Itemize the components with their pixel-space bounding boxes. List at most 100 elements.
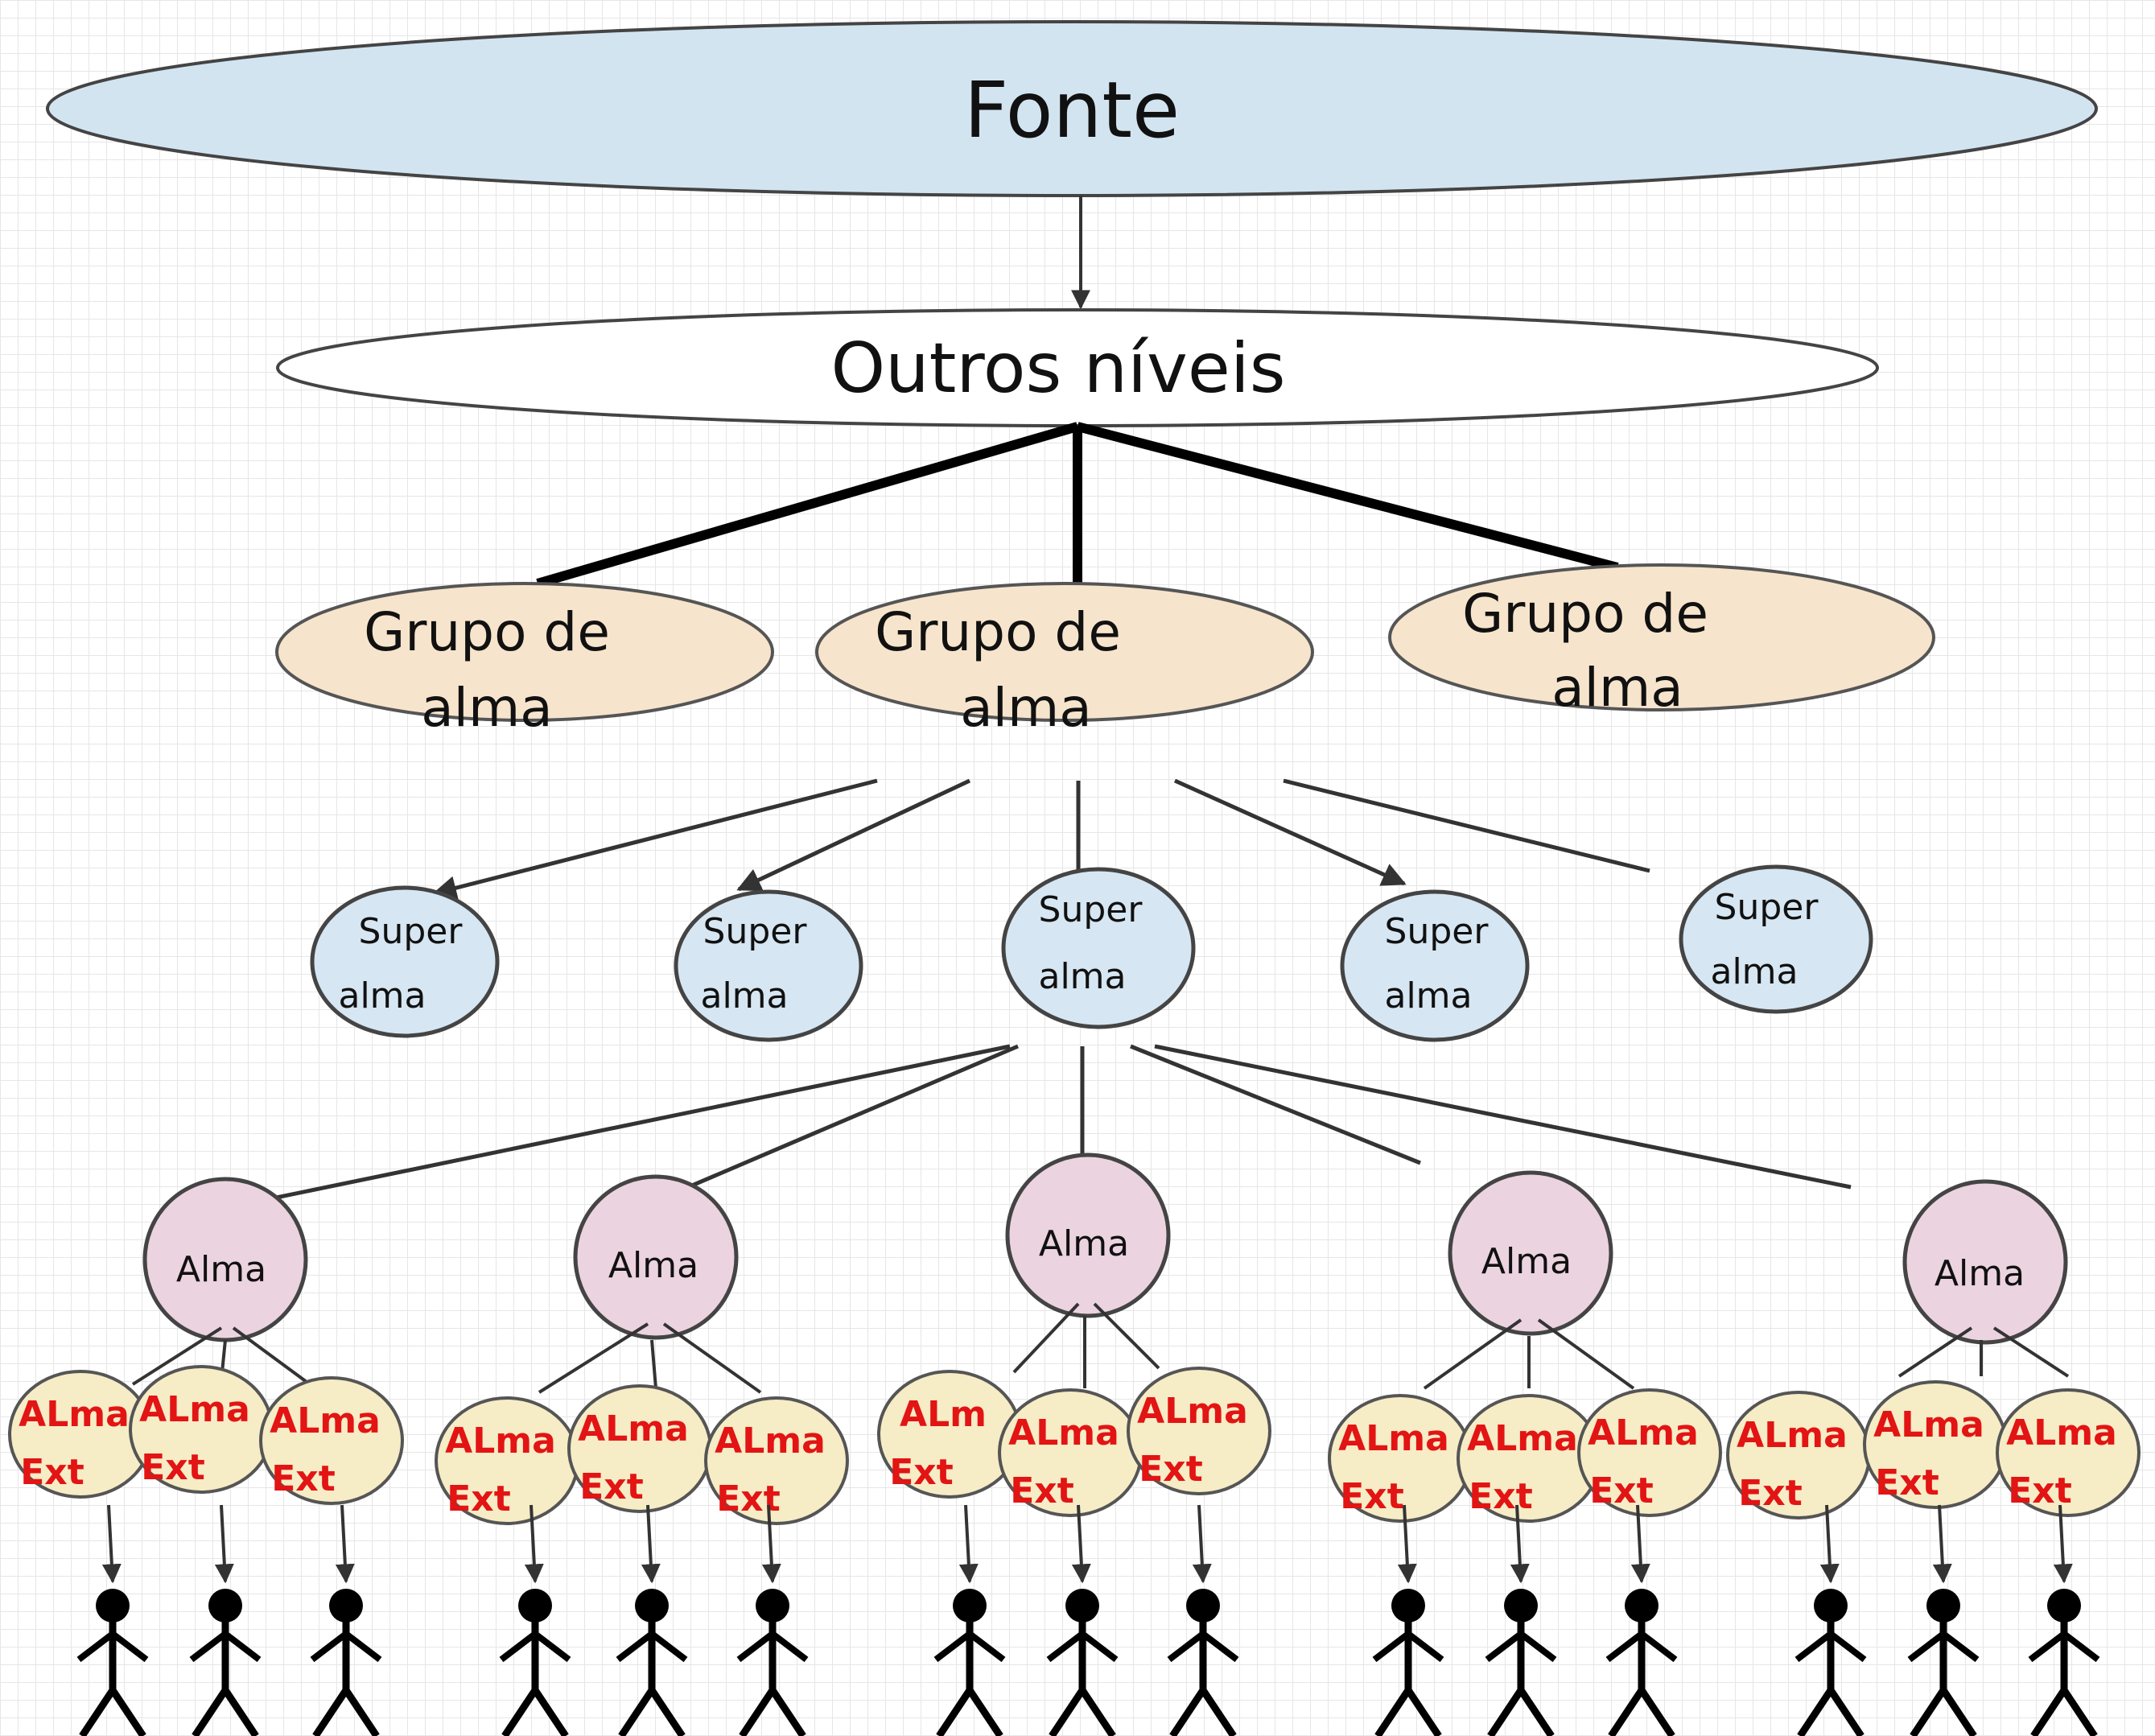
oversoul-1: Super alma	[310, 885, 500, 1038]
oversoul-5: Super alma	[1679, 864, 1873, 1014]
soul-group-label-line1: Grupo de	[364, 601, 610, 663]
oversoul-label-line2: alma	[1038, 956, 1126, 997]
stick-figure-icon	[499, 1504, 571, 1736]
soul-label: Alma	[608, 1245, 698, 1286]
extension-label-line1: ALma	[19, 1394, 130, 1435]
extension-label-line2: Ext	[20, 1452, 84, 1493]
oversoul-2: Super alma	[674, 889, 863, 1042]
soul-label: Alma	[1935, 1253, 2025, 1294]
soul-group-label-line2: alma	[1551, 657, 1683, 719]
extension-label-line1: ALma	[1137, 1391, 1248, 1432]
source-node: Fonte	[46, 20, 2098, 197]
soul-group-label-line1: Grupo de	[875, 601, 1121, 663]
extension-label-line2: Ext	[141, 1447, 204, 1488]
oversoul-label-line2: alma	[1384, 975, 1472, 1016]
extension-to-person-arrow	[524, 1504, 544, 1584]
oversoul-label-line1: Super	[703, 911, 808, 952]
oversoul-label-line2: alma	[700, 975, 788, 1016]
extension-label-line2: Ext	[889, 1452, 953, 1493]
soul-3: Alma	[1005, 1153, 1171, 1318]
soul-group-2: Grupo de alma	[815, 582, 1314, 739]
extension-to-person-arrow	[761, 1504, 781, 1584]
stick-figure-icon	[310, 1504, 382, 1736]
oversoul-label-line1: Super	[1039, 889, 1143, 930]
extension-label-line2: Ext	[716, 1478, 780, 1520]
extension-label-line1: ALma	[2006, 1412, 2117, 1454]
stick-figure-icon	[1372, 1504, 1444, 1736]
incarnations	[76, 1504, 2100, 1736]
extension-to-person-arrow	[1192, 1504, 1212, 1584]
soul-label: Alma	[1039, 1223, 1129, 1264]
soul-4: Alma	[1448, 1170, 1613, 1336]
stick-figure-icon	[933, 1504, 1006, 1736]
stick-figure-icon	[1046, 1504, 1119, 1736]
soul-label: Alma	[1481, 1241, 1572, 1282]
oversoul-label-line1: Super	[359, 911, 464, 952]
extension-label-line1: ALma	[139, 1389, 250, 1430]
extension-label-line1: ALma	[1008, 1412, 1119, 1454]
extension-label-line1: ALma	[1467, 1418, 1578, 1459]
extension-to-person-arrow	[1510, 1504, 1530, 1584]
extension-label-line2: Ext	[2008, 1470, 2071, 1511]
soul-5: Alma	[1902, 1179, 2068, 1345]
extension-label-line1: ALma	[578, 1408, 689, 1449]
levels-label: Outros níveis	[830, 328, 1285, 409]
extension-label-line2: Ext	[271, 1458, 335, 1499]
soul-1: Alma	[142, 1177, 308, 1342]
oversoul-label-line1: Super	[1385, 911, 1490, 952]
extension-to-person-arrow	[101, 1504, 122, 1584]
levels-to-groups-connectors	[536, 422, 1619, 588]
soul-group-1: Grupo de alma	[275, 582, 774, 739]
oversoul-label-line2: alma	[1710, 951, 1798, 992]
soul-group-label-line1: Grupo de	[1462, 583, 1708, 645]
oversoul-3: Super alma	[1001, 867, 1196, 1029]
extension-label-line2: Ext	[1875, 1462, 1939, 1503]
extension-label-line1: ALma	[1338, 1418, 1449, 1459]
stick-figure-icon	[1794, 1504, 1867, 1736]
soul-group-label-line2: alma	[960, 677, 1092, 739]
stick-figure-icon	[1605, 1504, 1678, 1736]
extension-label-line1: ALma	[270, 1400, 381, 1441]
oversoul-4: Super alma	[1340, 889, 1530, 1042]
extension-to-person-arrow	[1819, 1504, 1840, 1584]
extension-to-person-arrow	[1630, 1504, 1650, 1584]
soul-2: Alma	[573, 1174, 739, 1340]
extension-label-line1: ALma	[445, 1421, 556, 1462]
soul-group-label-line2: alma	[421, 677, 553, 739]
connector-levels-group-3	[1076, 422, 1619, 572]
stick-figure-icon	[189, 1504, 262, 1736]
extension-label-line1: ALm	[900, 1394, 987, 1435]
stick-figure-icon	[736, 1504, 809, 1736]
extension-label-line2: Ext	[1469, 1476, 1532, 1517]
extension-label-line1: ALma	[715, 1421, 826, 1462]
oversoul-label-line2: alma	[338, 975, 426, 1016]
soul-to-extension-connectors	[131, 1302, 2070, 1394]
oversoul-to-soul-connectors	[227, 1044, 1852, 1215]
soul-extensions: ALmaExtALmaExtALmaExtALmaExtALmaExtALmaE…	[8, 1365, 2141, 1525]
connector-levels-group-1	[536, 422, 1079, 588]
extension-label-line2: Ext	[1589, 1470, 1653, 1511]
extension-to-person-arrow	[641, 1504, 661, 1584]
oversoul-label-line1: Super	[1715, 887, 1819, 928]
extension-to-person-arrow	[1071, 1504, 1091, 1584]
extension-to-person-arrow	[2053, 1504, 2073, 1584]
extension-to-person-arrow	[1397, 1504, 1417, 1584]
extension-label-line2: Ext	[579, 1466, 643, 1507]
extension-to-person-arrow	[335, 1504, 355, 1584]
stick-figure-icon	[1485, 1504, 1557, 1736]
extension-label-line2: Ext	[1340, 1476, 1403, 1517]
stick-figure-icon	[2028, 1504, 2100, 1736]
extension-label-line1: ALma	[1873, 1404, 1984, 1445]
